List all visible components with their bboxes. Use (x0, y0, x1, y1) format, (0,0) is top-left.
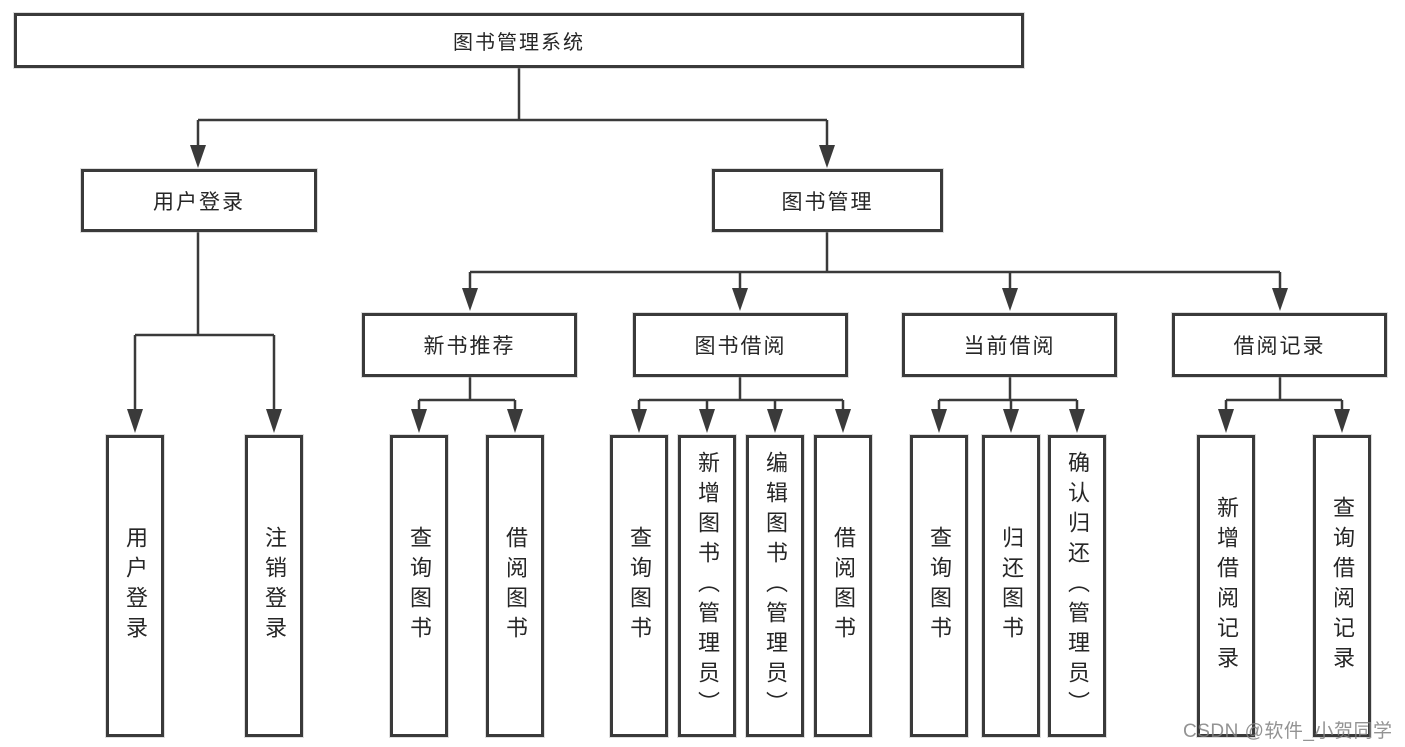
leaf-query-books-current: 查询图书 (910, 435, 968, 737)
leaf-label: 查询图书 (927, 526, 952, 646)
leaf-label: 借阅图书 (831, 526, 856, 646)
leaf-logout: 注销登录 (245, 435, 303, 737)
node-library-management-system: 图书管理系统 (14, 13, 1024, 68)
leaf-label: 查询借阅记录 (1330, 496, 1355, 676)
node-label: 图书借阅 (694, 335, 787, 358)
leaf-edit-books-admin: 编辑图书（管理员） (746, 435, 804, 737)
leaf-borrow-books: 借阅图书 (814, 435, 872, 737)
leaf-query-books-borrow: 查询图书 (610, 435, 668, 737)
leaf-borrow-books-recommend: 借阅图书 (486, 435, 544, 737)
arrowhead-icon (1069, 409, 1085, 433)
leaf-confirm-return-admin: 确认归还（管理员） (1048, 435, 1106, 737)
leaf-label: 借阅图书 (503, 526, 528, 646)
leaf-query-borrow-record: 查询借阅记录 (1313, 435, 1371, 737)
arrowhead-icon (819, 145, 835, 168)
arrowhead-icon (835, 409, 851, 433)
arrowhead-icon (931, 409, 947, 433)
node-user-login-branch: 用户登录 (81, 169, 317, 232)
leaf-label: 用户登录 (123, 526, 148, 646)
leaf-user-login: 用户登录 (106, 435, 164, 737)
leaf-label: 新增图书（管理员） (695, 451, 720, 721)
arrowhead-icon (1334, 409, 1350, 433)
leaf-label: 查询图书 (407, 526, 432, 646)
arrowhead-icon (1003, 409, 1019, 433)
arrowhead-icon (1272, 288, 1288, 311)
leaf-label: 注销登录 (262, 526, 287, 646)
arrowhead-icon (266, 409, 282, 433)
leaf-label: 归还图书 (999, 526, 1024, 646)
node-label: 图书管理 (781, 190, 874, 214)
arrowhead-icon (190, 145, 206, 168)
arrowhead-icon (767, 409, 783, 433)
arrowhead-icon (732, 288, 748, 311)
leaf-label: 确认归还（管理员） (1065, 451, 1090, 721)
leaf-add-books-admin: 新增图书（管理员） (678, 435, 736, 737)
leaf-label: 查询图书 (627, 526, 652, 646)
arrowhead-icon (631, 409, 647, 433)
csdn-watermark: CSDN @软件_小贺同学 (1183, 721, 1393, 742)
arrowhead-icon (699, 409, 715, 433)
arrowhead-icon (1218, 409, 1234, 433)
node-label: 新书推荐 (423, 335, 516, 358)
arrowhead-icon (462, 288, 478, 311)
node-label: 当前借阅 (963, 335, 1056, 358)
node-label: 用户登录 (153, 190, 245, 214)
node-book-borrow: 图书借阅 (633, 313, 848, 377)
leaf-label: 新增借阅记录 (1214, 496, 1239, 676)
arrowhead-icon (1002, 288, 1018, 311)
node-current-borrow: 当前借阅 (902, 313, 1117, 377)
node-book-management-branch: 图书管理 (712, 169, 943, 232)
arrowhead-icon (507, 409, 523, 433)
leaf-add-borrow-record: 新增借阅记录 (1197, 435, 1255, 737)
arrowheads (127, 145, 1350, 433)
node-new-book-recommend: 新书推荐 (362, 313, 577, 377)
leaf-label: 编辑图书（管理员） (763, 451, 788, 721)
leaf-return-books: 归还图书 (982, 435, 1040, 737)
arrowhead-icon (127, 409, 143, 433)
arrowhead-icon (411, 409, 427, 433)
node-label: 图书管理系统 (453, 32, 585, 54)
leaf-query-books-recommend: 查询图书 (390, 435, 448, 737)
node-label: 借阅记录 (1233, 335, 1326, 358)
node-borrow-records: 借阅记录 (1172, 313, 1387, 377)
